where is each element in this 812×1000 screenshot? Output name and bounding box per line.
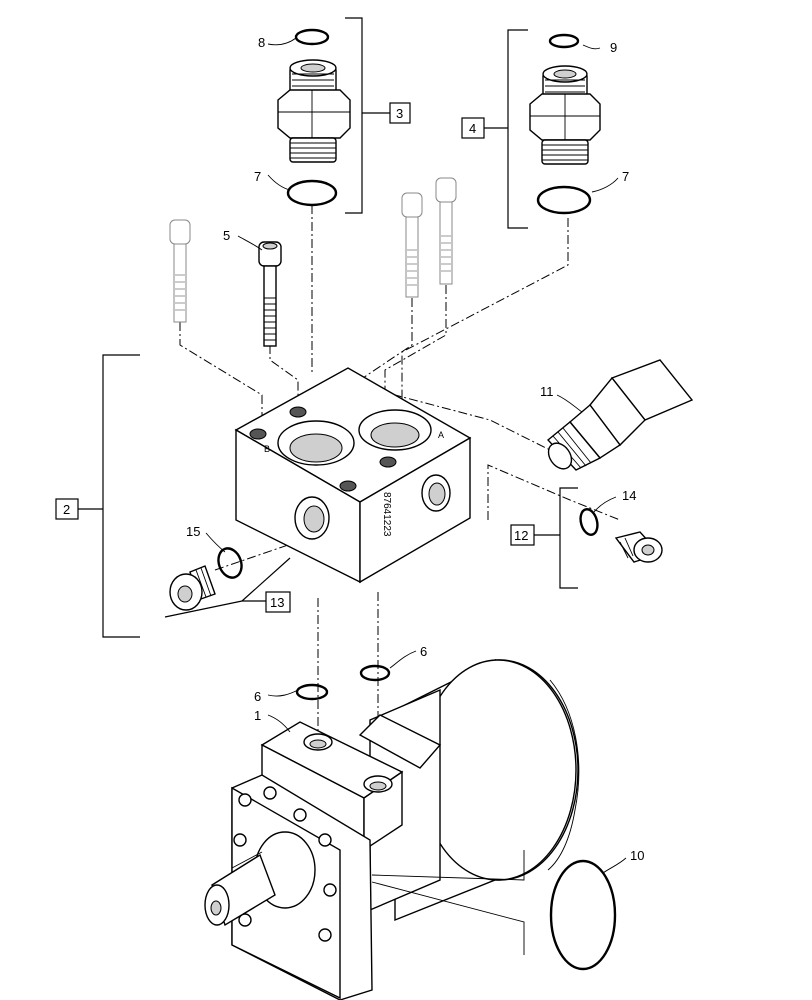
- cartridge-11: [546, 359, 694, 471]
- oring-6-left: [295, 683, 329, 701]
- callout-10: 10: [630, 848, 644, 863]
- oring-9: [548, 33, 580, 49]
- bolt-ghost-right-1: [401, 192, 423, 298]
- callout-7-right: 7: [622, 169, 629, 184]
- bracket-group-2: [78, 354, 140, 638]
- port-label-a: A: [438, 430, 444, 440]
- callout-2: 2: [63, 502, 70, 517]
- callout-box-12: [510, 524, 535, 546]
- oring-10: [549, 859, 617, 971]
- plug-13: [169, 565, 216, 611]
- bracket-group-13: [164, 557, 291, 618]
- callout-4: 4: [469, 121, 476, 136]
- callout-9: 9: [610, 40, 617, 55]
- oring-7-right: [536, 185, 592, 215]
- callout-15: 15: [186, 524, 200, 539]
- callout-11: 11: [540, 384, 554, 399]
- callout-14: 14: [622, 488, 636, 503]
- oring-15: [217, 547, 243, 579]
- plug-12: [614, 531, 663, 563]
- callout-6-right: 6: [420, 644, 427, 659]
- callout-box-3: [389, 102, 411, 124]
- port-label-b: B: [264, 444, 270, 454]
- callout-13: 13: [270, 595, 284, 610]
- callout-12: 12: [514, 528, 528, 543]
- block-marking: 87641223: [381, 492, 392, 537]
- callout-5: 5: [223, 228, 230, 243]
- bolt-5: [258, 241, 282, 347]
- callouts: 8 9 7 7 5 11 14 15 6 6 1 10: [186, 35, 644, 863]
- oring-14: [579, 508, 599, 536]
- callout-box-2: [55, 498, 79, 520]
- bracket-group-4: [484, 29, 528, 229]
- valve-block: B A 87641223: [234, 367, 472, 584]
- assembly-centerlines: [179, 205, 621, 790]
- boxed-callouts: 3 4 2 12 13: [55, 102, 535, 613]
- bracket-group-12: [534, 487, 578, 589]
- bracket-group-3: [345, 17, 390, 214]
- callout-6-left: 6: [254, 689, 261, 704]
- callout-7-left: 7: [254, 169, 261, 184]
- fitting-4: [529, 65, 601, 165]
- leader-lines: [205, 37, 627, 955]
- callout-1: 1: [254, 708, 261, 723]
- bolt-ghost-left: [169, 219, 191, 323]
- oring-6-right: [359, 664, 391, 682]
- fitting-3: [277, 59, 351, 163]
- callout-box-13: [265, 591, 291, 613]
- callout-3: 3: [396, 106, 403, 121]
- callout-box-4: [461, 117, 485, 139]
- callout-8: 8: [258, 35, 265, 50]
- bolt-ghost-right-2: [435, 177, 457, 285]
- hydraulic-motor-1: [204, 658, 580, 1000]
- oring-8: [294, 28, 330, 46]
- oring-7-left: [286, 179, 338, 207]
